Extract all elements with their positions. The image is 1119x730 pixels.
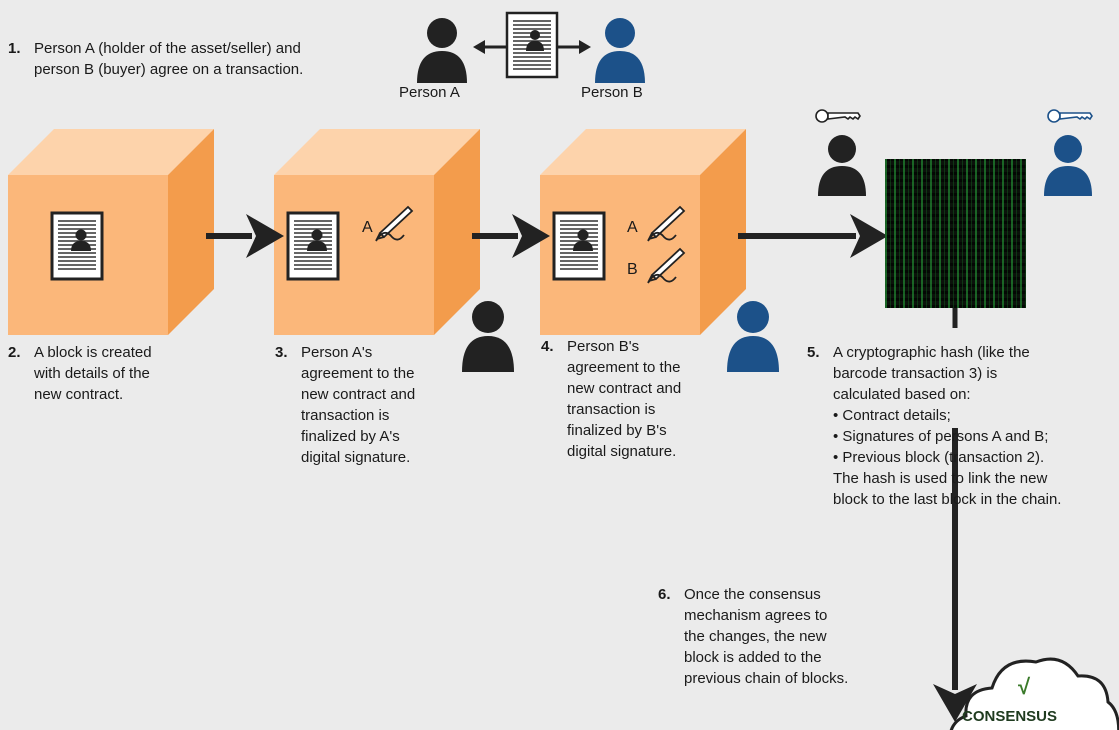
step-3-number: 3. [275, 344, 288, 361]
signature-pen-icon [375, 205, 414, 242]
signature-a-label: A [627, 219, 638, 236]
step-1-number: 1. [8, 40, 21, 57]
contract-document-icon [505, 11, 559, 79]
cloud-icon [949, 657, 1119, 730]
step-6-number: 6. [658, 586, 671, 603]
consensus-label: CONSENSUS [962, 708, 1058, 725]
step-2-number: 2. [8, 344, 21, 361]
arrow-block1-to-block2 [206, 214, 284, 258]
arrow-block3-to-hash [738, 214, 888, 258]
signature-b-label: B [627, 261, 638, 278]
block-cube-3 [540, 129, 746, 335]
block-cube-1 [8, 129, 214, 335]
step-3-text: Person A's agreement to the new contract… [301, 344, 416, 466]
cryptographic-hash-image [885, 159, 1026, 308]
person-b-with-key [1044, 109, 1093, 196]
contract-document-icon [552, 211, 606, 281]
step-6: 6. Once the consensus mechanism agrees t… [658, 584, 908, 689]
person-a-with-key [815, 109, 866, 196]
key-icon [815, 109, 861, 123]
arrow-block2-to-block3 [472, 214, 550, 258]
step-2: 2. A block is created with details of th… [8, 342, 228, 405]
step-5: 5. A cryptographic hash (like the barcod… [807, 342, 1117, 510]
signature-pen-icon [647, 247, 686, 284]
person-b-label: Person B [581, 84, 643, 101]
person-a-label: Person A [399, 84, 460, 101]
agreement-illustration [417, 11, 645, 83]
step-3: 3. Person A's agreement to the new contr… [275, 342, 475, 468]
person-a-icon [462, 301, 514, 372]
step-1: 1. Person A (holder of the asset/seller)… [8, 38, 388, 80]
contract-document-icon [286, 211, 340, 281]
person-b-icon [595, 18, 645, 83]
arrow-hash-to-consensus [933, 428, 977, 722]
key-icon [1047, 109, 1093, 123]
step-4: 4. Person B's agreement to the new contr… [541, 336, 741, 462]
checkmark-icon: √ [1018, 674, 1031, 699]
person-b-icon [727, 301, 779, 372]
signature-a-label: A [362, 219, 373, 236]
block-cube-2 [274, 129, 480, 335]
double-arrow-icon [473, 40, 591, 54]
step-5-text: A cryptographic hash (like the barcode t… [833, 344, 1062, 508]
step-4-number: 4. [541, 338, 554, 355]
signature-pen-icon [647, 205, 686, 242]
step-6-text: Once the consensus mechanism agrees to t… [684, 586, 849, 687]
consensus-cloud: √ CONSENSUS [944, 644, 1119, 730]
contract-document-icon [50, 211, 104, 281]
step-1-text: Person A (holder of the asset/seller) an… [34, 40, 304, 78]
step-4-text: Person B's agreement to the new contract… [567, 338, 682, 460]
person-a-icon [417, 18, 467, 83]
step-2-text: A block is created with details of the n… [34, 344, 152, 403]
step-5-number: 5. [807, 344, 820, 361]
